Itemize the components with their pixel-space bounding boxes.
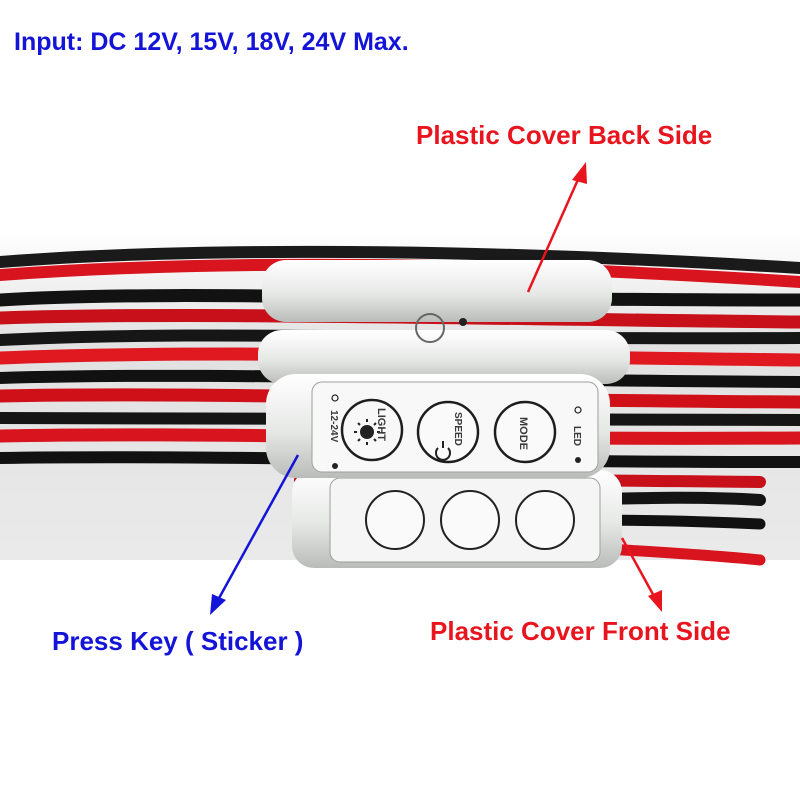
power-icon xyxy=(435,441,451,461)
arrow-icon xyxy=(210,162,662,615)
mode-label: MODE xyxy=(517,417,529,450)
speed-label: SPEED xyxy=(452,412,463,446)
light-label: LIGHT xyxy=(375,408,387,441)
back-side-caption: Plastic Cover Back Side xyxy=(416,120,713,150)
controller-front-lower xyxy=(292,470,622,568)
press-key-caption: Press Key ( Sticker ) xyxy=(52,626,304,656)
input-voltage-caption: Input: DC 12V, 15V, 18V, 24V Max. xyxy=(14,28,409,56)
light-button xyxy=(340,398,404,462)
controller-front-main xyxy=(266,374,610,478)
speed-button xyxy=(416,400,480,464)
controller-labels: 12-24V LIGHT SPEED MODE LED xyxy=(328,408,582,450)
led-label: LED xyxy=(571,426,582,446)
controller-back-cover xyxy=(258,260,630,384)
front-side-caption: Plastic Cover Front Side xyxy=(430,616,731,646)
mode-button xyxy=(493,400,557,464)
voltage-label: 12-24V xyxy=(328,410,339,443)
sun-icon xyxy=(354,419,380,445)
